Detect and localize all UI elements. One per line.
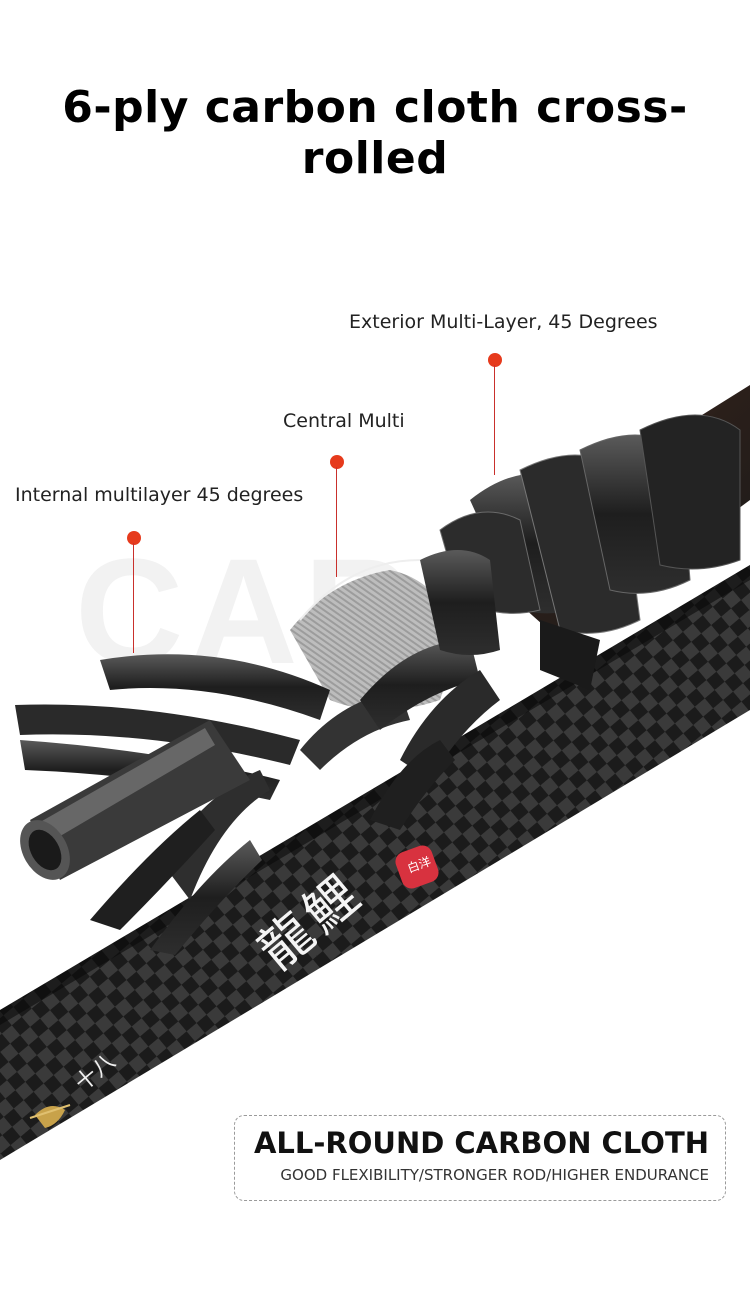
rod-tip-tube — [20, 720, 250, 880]
exterior-wrap-layers — [470, 385, 750, 690]
callout-label-central: Central Multi — [283, 410, 405, 432]
callout-line-exterior — [494, 365, 495, 475]
callout-line-internal — [133, 543, 134, 653]
callout-dot-internal — [127, 531, 141, 545]
rod-seal-stamp — [395, 845, 439, 889]
page-title: 6-ply carbon cloth cross-rolled — [62, 82, 688, 184]
callout-label-internal: Internal multilayer 45 degrees — [15, 484, 304, 506]
feature-badge: ALL-ROUND CARBON CLOTH GOOD FLEXIBILITY/… — [234, 1115, 726, 1201]
callout-line-central — [336, 467, 337, 577]
callout-label-exterior: Exterior Multi-Layer, 45 Degrees — [349, 311, 658, 333]
callout-dot-central — [330, 455, 344, 469]
callout-dot-exterior — [488, 353, 502, 367]
gold-emblem — [29, 1104, 71, 1128]
badge-title: ALL-ROUND CARBON CLOTH — [253, 1126, 709, 1160]
badge-subtitle: GOOD FLEXIBILITY/STRONGER ROD/HIGHER END… — [280, 1166, 709, 1184]
